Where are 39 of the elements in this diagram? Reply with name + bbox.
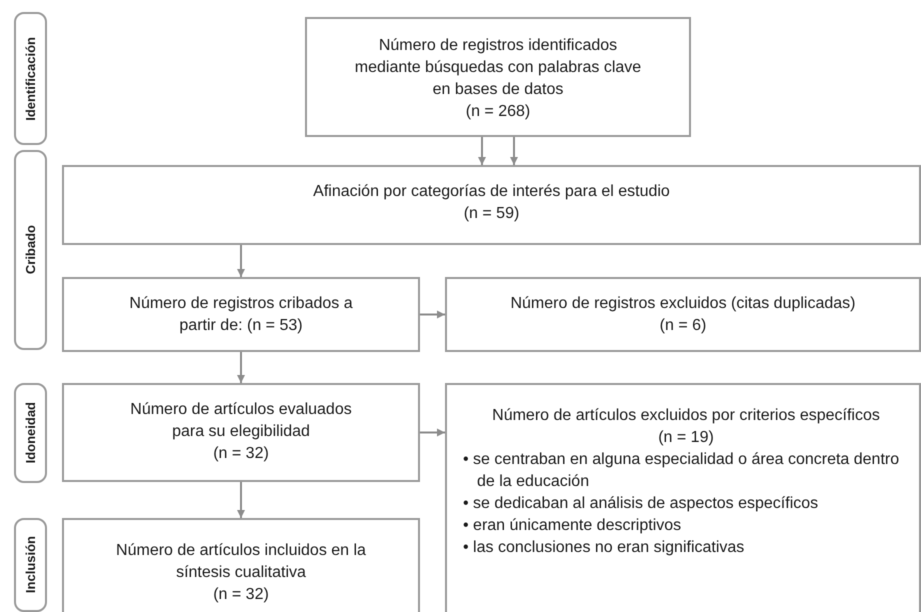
arrow bbox=[420, 310, 445, 318]
box-text: Afinación por categorías de interés para el estudio bbox=[313, 182, 670, 202]
count-text: (n = 19) bbox=[658, 428, 714, 448]
process-box bbox=[62, 277, 420, 352]
stage-label bbox=[14, 518, 47, 612]
count-text: (n = 6) bbox=[660, 316, 706, 336]
box-text: Número de registros cribados a partir de: (n = 53) bbox=[128, 294, 354, 336]
arrow bbox=[237, 352, 245, 383]
stage-name: Identificación bbox=[23, 36, 38, 120]
box-text: Número de artículos evaluados para su elegibilidad bbox=[129, 400, 353, 442]
process-box bbox=[445, 383, 921, 612]
process-box bbox=[62, 518, 420, 612]
box-text: Número de registros identificados mediante búsquedas con palabras clave en bases de datos bbox=[354, 36, 642, 100]
stage-name: Idoneidad bbox=[23, 402, 38, 464]
bullet-item: • se dedicaban al análisis de aspectos específicos bbox=[463, 494, 820, 514]
box-text: Número de artículos excluidos por criterios específicos bbox=[492, 406, 880, 426]
box-text: Número de artículos incluidos en la síntesis cualitativa bbox=[115, 541, 367, 583]
process-box bbox=[62, 165, 921, 245]
box-text: Número de registros excluidos (citas duplicadas) bbox=[510, 294, 856, 314]
arrow bbox=[510, 137, 518, 165]
count-text: (n = 268) bbox=[466, 102, 530, 122]
process-box bbox=[62, 383, 420, 482]
process-box bbox=[305, 17, 691, 137]
count-text: (n = 32) bbox=[213, 585, 269, 605]
count-text: (n = 59) bbox=[464, 204, 520, 224]
bullet-item: • se centraban en alguna especialidad o área concreta dentro de la educación bbox=[463, 450, 900, 492]
process-box bbox=[445, 277, 921, 352]
arrow bbox=[237, 482, 245, 518]
stage-name: Cribado bbox=[23, 225, 38, 275]
bullet-item: • las conclusiones no eran significativas bbox=[463, 538, 746, 558]
count-text: (n = 32) bbox=[213, 444, 269, 464]
bullet-item: • eran únicamente descriptivos bbox=[463, 516, 682, 536]
arrow bbox=[478, 137, 486, 165]
arrow bbox=[237, 245, 245, 277]
stage-label bbox=[14, 12, 47, 145]
stage-label bbox=[14, 150, 47, 350]
stage-label bbox=[14, 383, 47, 483]
stage-name: Inclusión bbox=[23, 536, 38, 594]
arrow bbox=[420, 428, 445, 436]
